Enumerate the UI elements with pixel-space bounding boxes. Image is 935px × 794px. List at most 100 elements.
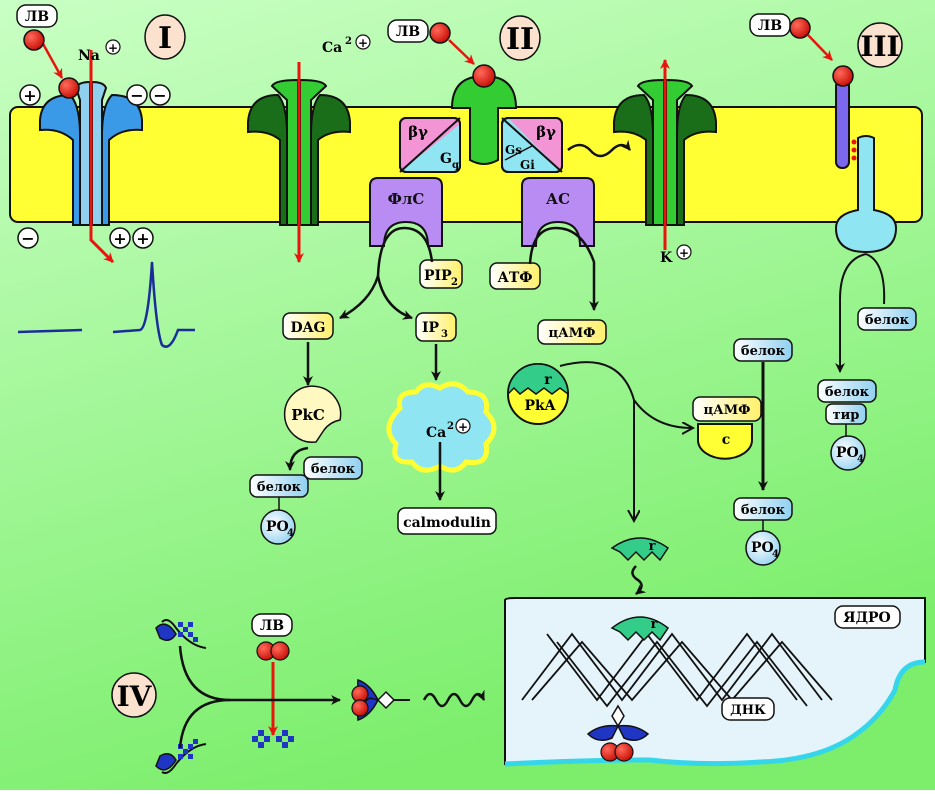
- pka-po4: PO 4: [745, 530, 781, 566]
- ligand-label-ii: ЛВ: [387, 19, 429, 43]
- svg-text:IV: IV: [117, 680, 153, 713]
- nuclear-receptor-top: [155, 619, 207, 649]
- svg-text:2: 2: [447, 421, 454, 432]
- svg-text:Ca: Ca: [322, 40, 342, 56]
- svg-text:−: −: [153, 86, 166, 105]
- svg-text:белок: белок: [825, 385, 870, 400]
- svg-text:calmodulin: calmodulin: [403, 515, 491, 531]
- svg-text:белок: белок: [741, 503, 786, 518]
- gs-gi-protein: βγ Gs Gi: [501, 117, 563, 173]
- svg-text:PO: PO: [266, 519, 289, 535]
- svg-text:r: r: [651, 617, 658, 632]
- svg-text:АС: АС: [546, 190, 570, 208]
- svg-text:тир: тир: [833, 408, 860, 423]
- rtk-po4: PO 4: [830, 435, 866, 471]
- activated-receptor-dimer: [351, 679, 410, 721]
- nuclear-receptor-bottom: [155, 739, 207, 774]
- ca-ion-label: Ca 2 +: [322, 34, 371, 56]
- pkc-po4: PO 4: [260, 509, 296, 545]
- svg-text:белок: белок: [311, 462, 356, 477]
- svg-text:+: +: [136, 229, 149, 248]
- rtk-substrate-curve: [865, 253, 886, 305]
- charge-minus-outer-right: − −: [126, 84, 171, 106]
- rtk-to-protein-arrow: [835, 253, 867, 373]
- k-ion-label: K +: [660, 244, 692, 266]
- svg-text:ЯДРО: ЯДРО: [843, 610, 891, 626]
- nuclear-r-subunit: r: [610, 616, 670, 642]
- svg-text:4: 4: [772, 549, 779, 560]
- rtk-substrate-belok: белок: [857, 307, 917, 331]
- svg-text:ЛВ: ЛВ: [260, 618, 284, 634]
- svg-text:белок: белок: [741, 344, 786, 359]
- svg-text:+: +: [113, 229, 126, 248]
- svg-text:+: +: [108, 41, 118, 55]
- ligand-label-i: ЛВ: [16, 4, 58, 28]
- pkc-enzyme: PkC: [283, 385, 342, 443]
- svg-text:2: 2: [345, 36, 352, 47]
- cell-membrane: [9, 106, 923, 223]
- svg-text:βγ: βγ: [536, 123, 556, 141]
- svg-text:ЛВ: ЛВ: [758, 18, 782, 34]
- ligand-arrow-iii: [807, 34, 833, 61]
- svg-text:ЛВ: ЛВ: [396, 24, 420, 40]
- roman-numeral-iv: IV: [111, 672, 157, 718]
- svg-text:АТФ: АТФ: [497, 270, 532, 286]
- calmodulin-label: calmodulin: [397, 507, 497, 535]
- svg-text:PO: PO: [836, 445, 859, 461]
- pkc-substrate-belok: белок: [303, 456, 363, 480]
- ligand-ball-iii: [789, 17, 811, 39]
- ligand-arrow-i: [40, 41, 64, 79]
- svg-text:−: −: [130, 86, 143, 105]
- rtk-kinase-domain: [834, 135, 898, 254]
- r-to-nucleus-arrow: [631, 565, 647, 595]
- ligand-bound-ii: [472, 64, 496, 88]
- svg-text:I: I: [158, 21, 172, 56]
- svg-text:+: +: [679, 246, 689, 260]
- svg-text:цАМФ: цАМФ: [704, 403, 751, 418]
- svg-text:q: q: [452, 160, 459, 171]
- svg-text:3: 3: [441, 329, 448, 340]
- nucleus-label: ЯДРО: [834, 605, 901, 629]
- ca-store-cloud: Ca 2 +: [386, 381, 497, 473]
- svg-text:Gs: Gs: [505, 143, 522, 157]
- charge-plus-outer-left: +: [19, 84, 41, 106]
- pka-product-belok: белок: [733, 497, 793, 521]
- released-hsp-squares: [252, 730, 294, 748]
- svg-text:II: II: [506, 22, 534, 57]
- pka-holoenzyme: r PkA: [507, 363, 569, 425]
- svg-text:PkA: PkA: [524, 398, 556, 414]
- gpcr-receptor: [450, 74, 518, 165]
- svg-text:цАМФ: цАМФ: [549, 326, 596, 341]
- svg-text:белок: белок: [257, 480, 302, 495]
- charge-minus-inner-left: −: [17, 227, 39, 249]
- svg-text:ФлС: ФлС: [388, 190, 425, 208]
- dna-label: ДНК: [721, 697, 775, 721]
- gq-protein: βγ G q: [399, 117, 461, 173]
- roman-numeral-ii: II: [499, 15, 541, 61]
- pka-c-subunit-arrow: [633, 399, 692, 428]
- pkc-product-belok: белок: [249, 474, 309, 498]
- svg-text:c: c: [722, 432, 731, 448]
- ligand-ball-i: [23, 29, 45, 51]
- svg-text:DAG: DAG: [291, 320, 326, 336]
- k-channel: [613, 78, 717, 226]
- roman-numeral-i: I: [144, 14, 186, 60]
- svg-text:PO: PO: [751, 540, 774, 556]
- svg-text:Gi: Gi: [520, 158, 535, 172]
- svg-text:r: r: [649, 539, 656, 554]
- pip2-label: PIP 2: [419, 259, 463, 289]
- plc-to-ip3-arrow: [376, 275, 413, 320]
- ligand-label-iv: ЛВ: [251, 613, 293, 637]
- na-plus-charge: +: [105, 39, 121, 55]
- dna-double-helix: [521, 632, 833, 708]
- nuclear-receptor-complex: [586, 704, 650, 762]
- svg-text:III: III: [860, 30, 899, 63]
- rtk-receptor: [835, 79, 850, 169]
- dag-label: DAG: [282, 312, 334, 340]
- plc-to-dag-arrow: [339, 275, 380, 320]
- svg-text:βγ: βγ: [408, 123, 428, 141]
- ac-enzyme: АС: [521, 177, 595, 247]
- free-r-subunit: r: [610, 537, 670, 562]
- svg-text:2: 2: [451, 277, 458, 288]
